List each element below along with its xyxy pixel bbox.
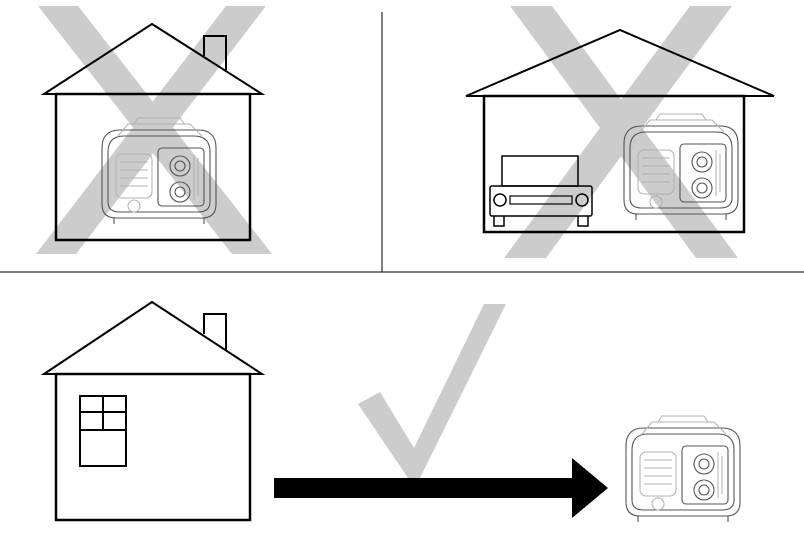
house-icon — [40, 22, 266, 242]
window-icon — [79, 395, 127, 467]
panel-garage — [465, 6, 775, 258]
garage-building — [465, 28, 775, 234]
chimney-icon — [203, 35, 227, 70]
chimney-icon — [203, 313, 227, 350]
generator-icon — [625, 415, 741, 523]
car-icon — [489, 155, 593, 227]
check-mark-icon — [358, 304, 506, 478]
arrow-right-icon — [274, 458, 608, 518]
house-icon — [40, 300, 266, 522]
panel-house-indoors — [36, 6, 272, 254]
panel-outdoors — [40, 300, 741, 523]
x-mark-icon — [504, 6, 738, 258]
